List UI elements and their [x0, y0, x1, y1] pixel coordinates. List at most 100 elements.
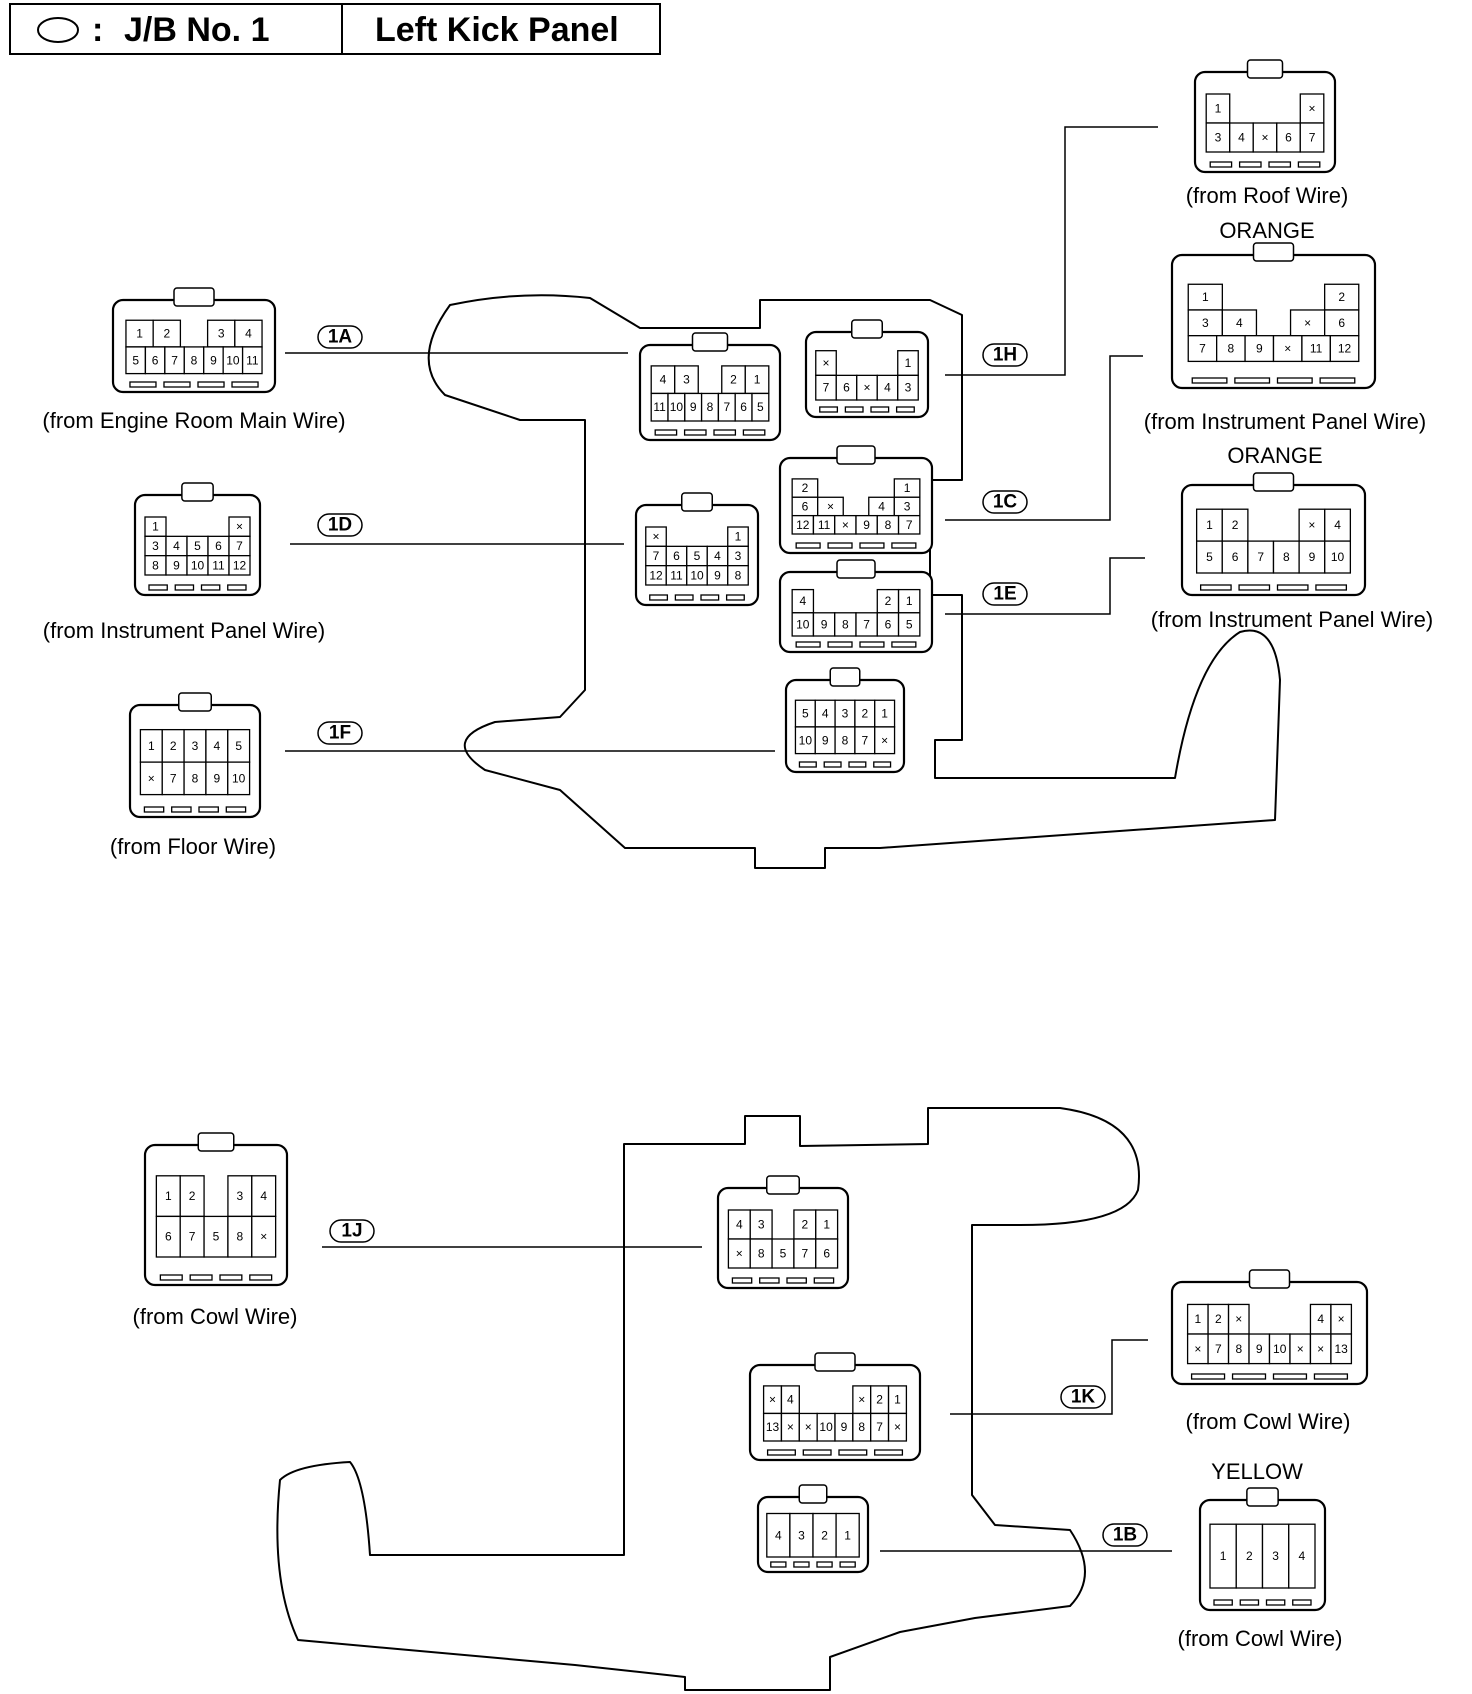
pin-label: 4	[1299, 1549, 1306, 1563]
foot-slot	[197, 381, 225, 388]
foot-slot	[759, 1277, 780, 1284]
caption-1H: (from Roof Wire)	[1186, 183, 1349, 208]
foot-slot	[143, 806, 165, 813]
code-label-1J[interactable]: 1J	[329, 1219, 375, 1243]
latch-tab	[766, 1175, 800, 1195]
pin-label: 9	[821, 617, 828, 631]
pin-label: 6	[885, 617, 892, 631]
latch-tab	[691, 332, 729, 352]
latch-tab	[1252, 242, 1295, 262]
pin-label: ×	[805, 1420, 812, 1434]
pin-label: 5	[780, 1247, 787, 1261]
pin-label: 11	[670, 568, 683, 582]
pin-label: 3	[842, 707, 849, 721]
pin-label: ×	[823, 356, 830, 370]
pin-label: 7	[1215, 1342, 1222, 1356]
pin-label: 5	[194, 539, 201, 553]
code-label-1C[interactable]: 1C	[982, 490, 1028, 514]
pin-label: 9	[690, 400, 697, 414]
foot-slot	[816, 1561, 833, 1568]
pin-label: ×	[653, 530, 660, 544]
foot-slot	[859, 641, 885, 648]
pin-label: 1	[148, 739, 155, 753]
pin-label: ×	[881, 733, 888, 747]
pin-label: 6	[843, 381, 850, 395]
pin-label: 3	[758, 1218, 765, 1232]
pin-label: 7	[189, 1230, 196, 1244]
foot-slot	[713, 429, 737, 436]
pin-label: 3	[237, 1189, 244, 1203]
code-label-1F[interactable]: 1F	[317, 721, 363, 745]
pin-label: 4	[245, 327, 252, 341]
code-label-1K[interactable]: 1K	[1060, 1385, 1106, 1409]
pin-label: 12	[233, 558, 247, 572]
pin-label: 1	[881, 707, 888, 721]
code-label-1A[interactable]: 1A	[317, 325, 363, 349]
pin-label: 8	[842, 733, 849, 747]
pin-label: 13	[1334, 1342, 1348, 1356]
color-1C: ORANGE	[1219, 218, 1314, 243]
pin-label: 5	[1206, 550, 1213, 564]
pin-label: 1	[754, 373, 761, 387]
pin-label: 3	[1202, 316, 1209, 330]
pin-label: 4	[822, 707, 829, 721]
foot-slot	[1191, 377, 1228, 384]
pin-label: ×	[842, 518, 849, 532]
pin-label: 4	[260, 1189, 267, 1203]
pin-label: ×	[1338, 1312, 1345, 1326]
pin-label: ×	[1317, 1342, 1324, 1356]
foot-slot	[1292, 1599, 1312, 1606]
svg-text:1D: 1D	[328, 515, 352, 536]
pin-label: 9	[1256, 342, 1263, 356]
pin-label: 2	[861, 707, 868, 721]
foot-slot	[795, 542, 821, 549]
code-label-1D[interactable]: 1D	[317, 513, 363, 537]
foot-slot	[1234, 377, 1271, 384]
pin-label: 3	[683, 373, 690, 387]
code-label-1E[interactable]: 1E	[982, 582, 1028, 606]
pin-label: 1	[844, 1528, 851, 1542]
pin-label: 9	[1256, 1342, 1263, 1356]
pin-label: 10	[670, 400, 684, 414]
pin-label: 13	[766, 1420, 780, 1434]
foot-slot	[227, 584, 247, 591]
foot-slot	[1209, 161, 1233, 168]
pin-label: 5	[235, 739, 242, 753]
foot-slot	[870, 406, 890, 413]
pin-label: 1	[906, 594, 913, 608]
pin-label: 9	[714, 568, 721, 582]
foot-slot	[839, 1561, 856, 1568]
pin-label: 3	[218, 327, 225, 341]
pin-label: 4	[213, 739, 220, 753]
pin-label: ×	[736, 1247, 743, 1261]
pin-label: 7	[1257, 550, 1264, 564]
pin-label: 4	[1238, 131, 1245, 145]
code-label-1H[interactable]: 1H	[982, 343, 1028, 367]
foot-slot	[249, 1274, 273, 1281]
pin-label: 10	[1273, 1342, 1287, 1356]
latch-tab	[681, 492, 713, 512]
foot-slot	[874, 1449, 904, 1456]
code-label-1B[interactable]: 1B	[1102, 1523, 1148, 1547]
pin-label: 1	[823, 1218, 830, 1232]
